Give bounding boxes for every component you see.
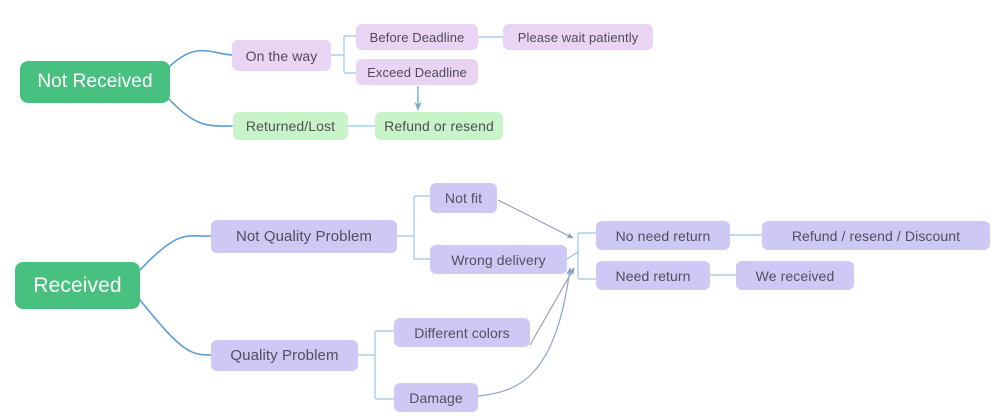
arrow-notfit-noneedreturn <box>497 199 574 239</box>
node-quality-problem[interactable]: Quality Problem <box>211 340 358 371</box>
node-label: Not Received <box>37 71 153 92</box>
node-label: Refund / resend / Discount <box>791 227 961 244</box>
node-wrong-delivery[interactable]: Wrong delivery <box>430 245 567 274</box>
node-refund-resend-discount[interactable]: Refund / resend / Discount <box>762 221 990 250</box>
node-no-need-return[interactable]: No need return <box>596 221 730 250</box>
node-label: Refund or resend <box>384 118 494 134</box>
link-notreceived-returnedlost <box>167 97 233 127</box>
node-not-received[interactable]: Not Received <box>20 61 170 103</box>
node-label: Before Deadline <box>369 29 465 45</box>
node-label: We received <box>755 267 835 284</box>
arrow-differentcolors-needreturn <box>529 267 575 346</box>
link-quality-damage <box>374 395 395 400</box>
node-label: Not fit <box>444 190 483 206</box>
link-notquality-notfit <box>413 195 431 201</box>
link-hub-needreturn <box>577 275 597 280</box>
node-label: Please wait patiently <box>517 29 639 45</box>
link-received-notquality <box>139 235 212 271</box>
node-label: Returned/Lost <box>245 118 336 134</box>
node-label: Quality Problem <box>230 347 339 364</box>
node-returned-lost[interactable]: Returned/Lost <box>233 112 348 140</box>
link-received-quality <box>139 299 212 356</box>
node-label: On the way <box>245 47 318 64</box>
link-quality-differentcolors <box>374 330 395 336</box>
node-label: No need return <box>615 227 711 244</box>
node-label: Different colors <box>414 324 510 341</box>
node-not-quality-problem[interactable]: Not Quality Problem <box>211 220 397 253</box>
node-label: Damage <box>409 389 463 406</box>
node-please-wait-patiently[interactable]: Please wait patiently <box>503 24 653 50</box>
node-label: Received <box>33 273 122 297</box>
node-label: Wrong delivery <box>451 251 546 268</box>
node-not-fit[interactable]: Not fit <box>430 183 497 213</box>
node-label: Need return <box>615 267 691 284</box>
node-exceed-deadline[interactable]: Exceed Deadline <box>356 59 478 85</box>
link-bracket-beforedeadline <box>343 35 357 41</box>
node-on-the-way[interactable]: On the way <box>232 40 331 71</box>
link-notreceived-ontheway <box>167 49 233 69</box>
node-we-received[interactable]: We received <box>736 261 854 290</box>
link-bracket-exceeddeadline <box>343 69 357 74</box>
node-label: Exceed Deadline <box>367 64 467 80</box>
node-refund-or-resend[interactable]: Refund or resend <box>375 112 503 140</box>
node-different-colors[interactable]: Different colors <box>394 318 530 347</box>
node-label: Not Quality Problem <box>235 228 373 245</box>
node-damage[interactable]: Damage <box>394 383 478 412</box>
link-wrongdelivery-hub <box>566 251 579 260</box>
link-hub-noneedreturn <box>577 232 597 238</box>
node-before-deadline[interactable]: Before Deadline <box>356 24 478 50</box>
node-received[interactable]: Received <box>15 262 140 309</box>
node-need-return[interactable]: Need return <box>596 261 710 290</box>
